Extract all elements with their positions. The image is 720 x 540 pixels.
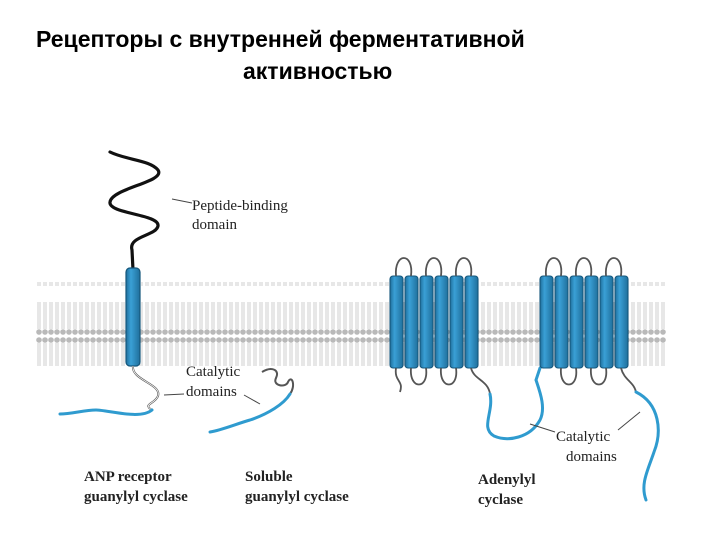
label-catalytic-right-domains: domains — [566, 449, 617, 465]
soluble-guanylyl-cyclase — [208, 368, 295, 434]
label-adenylyl: Adenylyl — [478, 472, 536, 488]
label-anp-guanylyl-cyclase: guanylyl cyclase — [84, 489, 188, 505]
label-adenylyl-cyclase: cyclase — [478, 492, 523, 508]
label-peptide-binding-domain: domain — [192, 217, 237, 233]
label-catalytic-right: Catalytic — [556, 429, 610, 445]
peptide-binding-pointer — [171, 198, 193, 204]
label-soluble-guanylyl-cyclase: guanylyl cyclase — [245, 489, 349, 505]
soluble-linker-chain — [261, 368, 295, 395]
anp-helix — [125, 267, 141, 367]
label-catalytic-left-domains: domains — [186, 384, 237, 400]
adenylyl-catalytic-chain-2 — [634, 390, 660, 502]
label-catalytic-left: Catalytic — [186, 364, 240, 380]
slide-title-line-2: активностью — [243, 58, 393, 84]
helix-bundle-1 — [389, 257, 479, 393]
soluble-catalytic-chain — [208, 392, 292, 434]
label-soluble: Soluble — [245, 469, 293, 485]
adenylyl-catalytic-chain-1 — [486, 366, 544, 441]
catalytic-pointer-right-2 — [617, 411, 641, 431]
label-anp-receptor: ANP receptor — [84, 469, 172, 485]
label-peptide-binding: Peptide-binding — [192, 198, 288, 214]
catalytic-pointer-left-2 — [243, 394, 261, 405]
slide-title-line-1: Рецепторы с внутренней ферментативной — [36, 26, 525, 52]
adenylyl-cyclase — [389, 257, 660, 502]
anp-receptor — [58, 150, 193, 416]
catalytic-pointer-left-1 — [163, 393, 185, 396]
adenylyl-linker-1 — [470, 367, 491, 395]
anp-linker-chain-outline — [132, 365, 159, 411]
helix-bundle-2 — [539, 257, 629, 386]
anp-catalytic-chain — [58, 408, 154, 416]
catalytic-pointer-right-1 — [529, 423, 556, 433]
adenylyl-linker-2 — [620, 367, 637, 393]
peptide-binding-chain — [108, 150, 161, 272]
anp-linker-chain — [132, 365, 160, 411]
